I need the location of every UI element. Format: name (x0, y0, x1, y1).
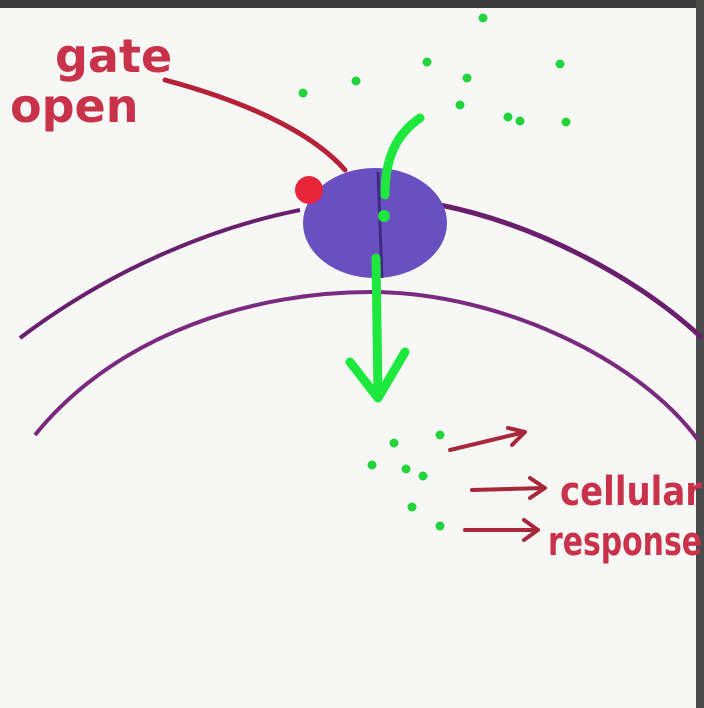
ion-inside (389, 438, 399, 448)
ion-outside (422, 57, 432, 67)
ion-outside (503, 112, 513, 122)
response-arrow-3 (463, 518, 540, 542)
membrane-outer-left (18, 208, 301, 340)
board-right-edge (696, 0, 704, 708)
ion-outside (298, 88, 308, 98)
channel-pore (376, 171, 384, 279)
ion-outside (478, 13, 488, 23)
membrane-inner (33, 289, 700, 442)
ion-inside (407, 502, 417, 512)
ion-inside (401, 464, 411, 474)
ion-outside (455, 100, 465, 110)
ion-flow-arrowhead (345, 347, 410, 403)
ion-flow-arrow-shaft (371, 253, 383, 400)
ion-flow-arrow-top (380, 113, 425, 200)
label-cellular: cellular (560, 469, 702, 515)
response-arrow-1 (448, 426, 527, 452)
ion-outside (555, 59, 565, 69)
ion-outside (462, 73, 472, 83)
ion-outside (561, 117, 571, 127)
ion-outside (515, 116, 525, 126)
ion-channel-protein (303, 168, 447, 278)
ion-inside (367, 460, 377, 470)
label-open: open (10, 79, 138, 133)
label-gate: gate (55, 29, 172, 83)
ligand-pointer-line (162, 77, 348, 173)
ion-inside (435, 521, 445, 531)
label-response: response (548, 519, 702, 565)
ion-in-pore (378, 210, 390, 222)
membrane-outer-right (439, 202, 704, 340)
ion-inside (418, 471, 428, 481)
ion-inside (435, 430, 445, 440)
ion-outside (351, 76, 361, 86)
ligand (295, 176, 323, 204)
board-top-edge (0, 0, 704, 8)
response-arrow-2 (470, 476, 547, 500)
